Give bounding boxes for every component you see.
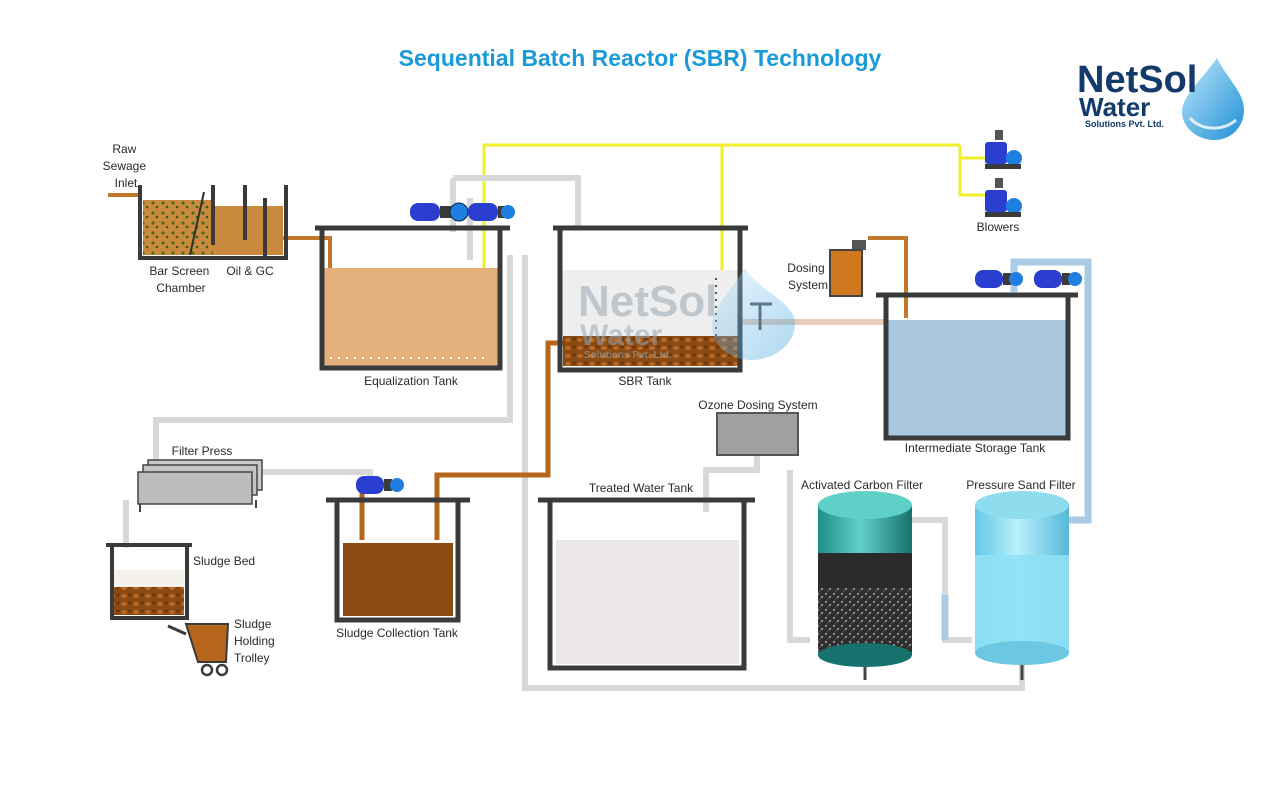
sludge-bed [106, 543, 192, 620]
svg-text:Raw Sewage Inlet: Raw Sewage Inlet [103, 142, 150, 190]
sludge-trolley-label-3: Trolley [234, 651, 270, 665]
treated-water-tank-label: Treated Water Tank [589, 481, 694, 495]
blowers-label: Blowers [977, 220, 1020, 234]
bar-screen-label-2: Chamber [156, 281, 205, 295]
sludge-collection-tank [326, 497, 470, 623]
svg-text:Dosing System: Dosing System [787, 261, 828, 292]
sludge-bed-label: Sludge Bed [193, 554, 255, 568]
raw-sewage-label-1: Raw [112, 142, 136, 156]
intermediate-storage-tank-label: Intermediate Storage Tank [905, 441, 1047, 455]
intermediate-storage-tank [876, 292, 1078, 441]
dosing-system-label-2: System [788, 278, 828, 292]
watermark-tagline: Solutions Pvt. Ltd. [584, 350, 672, 361]
bar-screen-label-1: Bar Screen [149, 264, 209, 278]
raw-sewage-label-2: Sewage [103, 159, 147, 173]
dosing-system [829, 240, 866, 297]
pump-icon [356, 476, 404, 494]
oil-gc-label: Oil & GC [226, 264, 274, 278]
svg-text:Bar Screen Chamber: Bar Screen Chamber [149, 264, 212, 295]
netsol-logo: NetSol Water Solutions Pvt. Ltd. [1077, 58, 1244, 140]
pressure-sand-filter-label: Pressure Sand Filter [966, 478, 1075, 492]
diagram-title: Sequential Batch Reactor (SBR) Technolog… [399, 45, 882, 71]
raw-sewage-label-3: Inlet [115, 176, 138, 190]
watermark-netsol: NetSol [578, 277, 717, 326]
bar-screen-chamber [138, 185, 288, 260]
svg-text:Sludge Holding Trolley: Sludge Holding Trolley [234, 617, 278, 665]
sewage-pipes [108, 193, 908, 318]
sbr-tank [553, 225, 772, 373]
blower-icon [985, 130, 1022, 169]
filter-press-label: Filter Press [172, 444, 233, 458]
activated-carbon-filter [818, 491, 912, 680]
trolley-icon [167, 623, 230, 677]
water-drop-icon [1182, 58, 1244, 140]
sbr-tank-label: SBR Tank [618, 374, 672, 388]
logo-water: Water [1079, 92, 1150, 122]
pump-icon [410, 202, 469, 222]
sludge-trolley-label-2: Holding [234, 634, 275, 648]
sludge-pipes [359, 340, 568, 540]
ozone-dosing-system-label: Ozone Dosing System [698, 398, 817, 412]
water-drop-icon [712, 268, 795, 360]
treated-water-tank [538, 497, 755, 671]
watermark-water: Water [580, 319, 663, 352]
pump-icon [468, 203, 515, 221]
activated-carbon-filter-label: Activated Carbon Filter [801, 478, 923, 492]
watermark: NetSol Water Solutions Pvt. Ltd. [578, 268, 795, 361]
logo-tagline: Solutions Pvt. Ltd. [1085, 119, 1164, 129]
equalization-tank [315, 225, 510, 371]
pressure-sand-filter [975, 491, 1069, 680]
equalization-tank-label: Equalization Tank [364, 374, 459, 388]
logo-netsol: NetSol [1077, 59, 1197, 101]
pump-icon [1034, 270, 1082, 288]
dosing-system-label-1: Dosing [787, 261, 824, 275]
sludge-trolley-label-1: Sludge [234, 617, 272, 631]
filter-press [137, 459, 263, 512]
sludge-collection-tank-label: Sludge Collection Tank [336, 626, 459, 640]
ozone-dosing-system [716, 412, 799, 456]
blower-icon [985, 178, 1022, 217]
pump-icon [975, 270, 1023, 288]
